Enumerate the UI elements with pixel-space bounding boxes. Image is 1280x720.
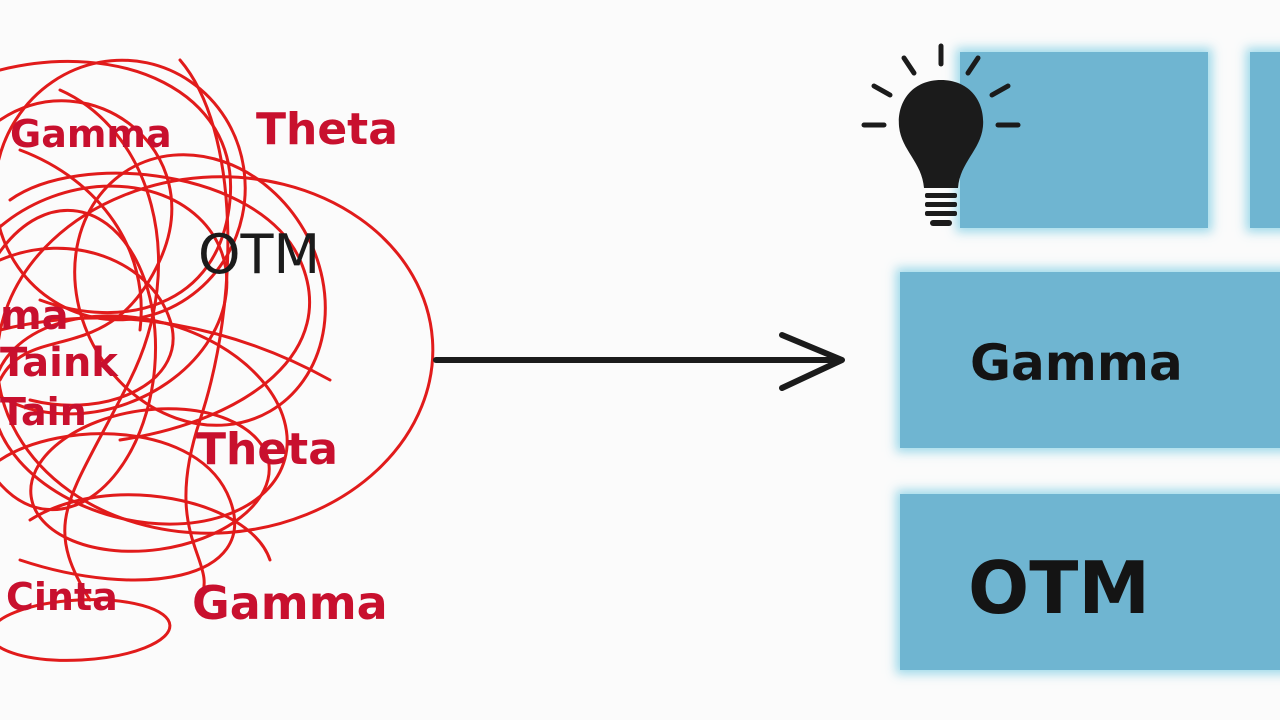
label-garbled-3: Tain <box>0 390 87 434</box>
label-theta-mid: Theta <box>196 424 338 475</box>
box-top-right <box>1250 52 1280 228</box>
label-gamma-bottom: Gamma <box>192 576 388 630</box>
label-garbled-2: Taink <box>0 340 118 386</box>
label-theta-top: Theta <box>256 104 398 155</box>
label-garbled-1: ma <box>0 293 69 339</box>
box-otm-label: OTM <box>968 546 1150 630</box>
box-otm: OTM <box>900 494 1280 670</box>
label-otm-mid: OTM <box>198 223 321 286</box>
box-top <box>960 52 1208 228</box>
box-gamma-label: Gamma <box>970 334 1183 392</box>
label-gamma-top: Gamma <box>10 112 172 156</box>
box-gamma: Gamma <box>900 272 1280 448</box>
label-garbled-bottom: Cinta <box>6 575 118 619</box>
